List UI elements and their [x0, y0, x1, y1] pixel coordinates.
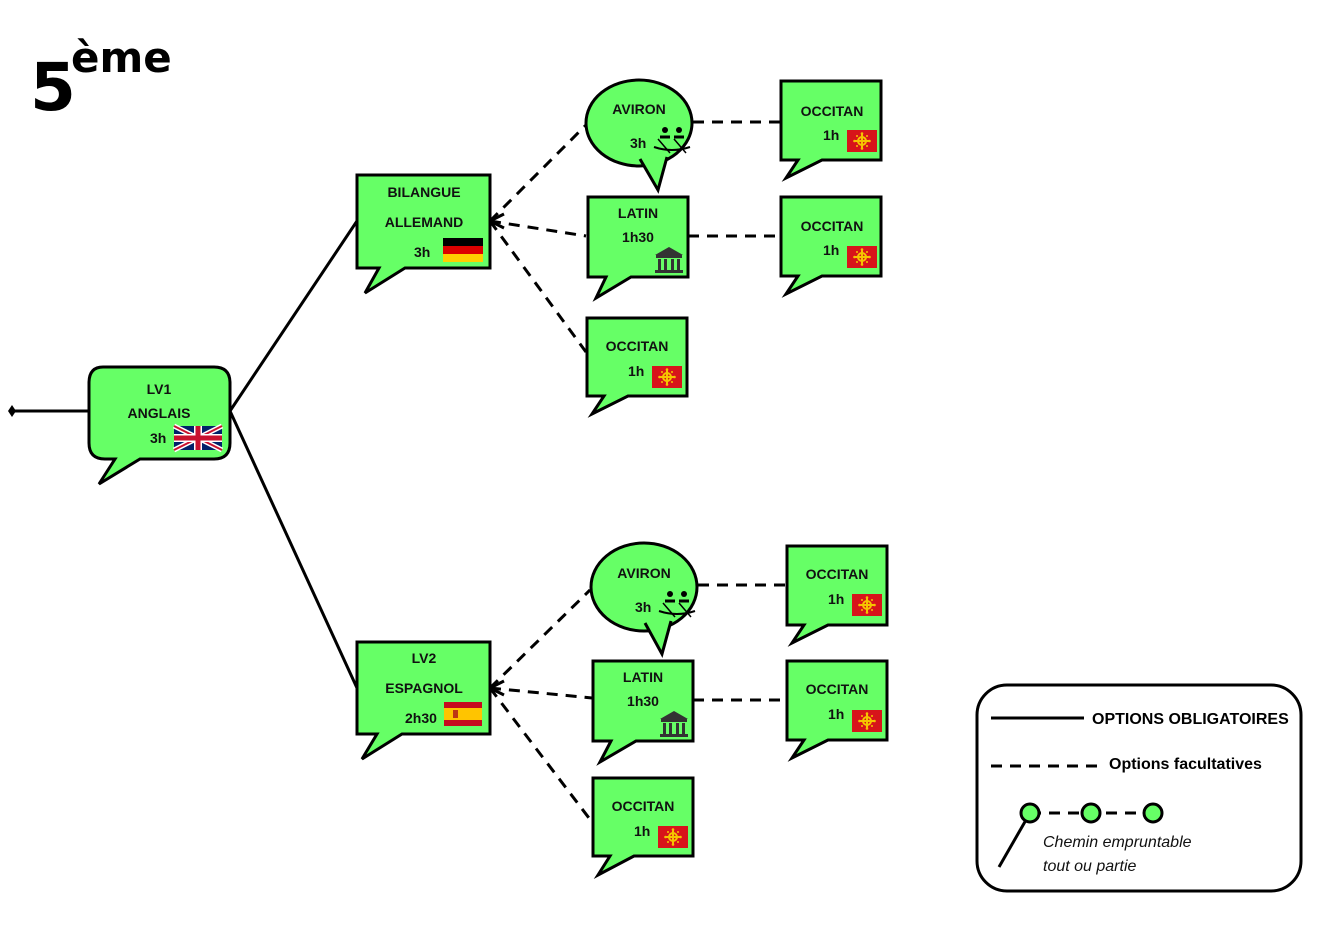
node-latin-bottom[interactable]: LATIN 1h30	[591, 659, 695, 766]
legend-dashed-label: Options facultatives	[1109, 756, 1262, 773]
title-superscript: ème	[71, 33, 172, 82]
title-number: 5	[30, 49, 76, 126]
node-label: ANGLAIS	[128, 405, 191, 421]
node-hours: 3h	[630, 135, 646, 151]
node-label: AVIRON	[617, 565, 670, 581]
link-lv2-latin	[489, 686, 593, 700]
node-label: OCCITAN	[801, 218, 864, 234]
node-hours: 1h	[828, 706, 844, 722]
node-hours: 2h30	[405, 710, 437, 726]
node-label: AVIRON	[612, 101, 665, 117]
legend-solid-label: OPTIONS OBLIGATOIRES	[1092, 711, 1289, 728]
occitan-flag-icon	[851, 709, 883, 733]
link-bilangue-aviron	[488, 123, 588, 223]
node-aviron-top[interactable]: AVIRON 3h	[584, 78, 694, 194]
spain-flag-icon	[444, 702, 482, 726]
link-lv2-occitan	[488, 687, 594, 823]
legend-box	[975, 683, 1303, 893]
node-aviron-bottom[interactable]: AVIRON 3h	[589, 541, 699, 658]
link-bilangue-occitan	[488, 220, 588, 353]
legend-path-label-1: Chemin empruntable	[1043, 834, 1192, 851]
legend-path-node	[1080, 802, 1102, 824]
uk-flag-icon	[174, 426, 222, 450]
occitan-flag-icon	[846, 129, 878, 153]
node-lv1-anglais[interactable]: LV1 ANGLAIS 3h	[87, 365, 232, 486]
link-lv1-lv2	[228, 410, 359, 689]
node-label: ESPAGNOL	[385, 680, 463, 696]
node-occitan-mid-bottom[interactable]: OCCITAN 1h	[591, 776, 695, 879]
node-occitan-right-4[interactable]: OCCITAN 1h	[785, 659, 889, 762]
node-occitan-right-1[interactable]: OCCITAN 1h	[779, 79, 883, 182]
node-label: OCCITAN	[606, 338, 669, 354]
node-label: LATIN	[623, 669, 663, 685]
node-label: BILANGUE	[387, 184, 460, 200]
node-bilangue-allemand[interactable]: BILANGUE ALLEMAND 3h	[355, 173, 492, 295]
node-hours: 3h	[635, 599, 651, 615]
node-latin-top[interactable]: LATIN 1h30	[586, 195, 690, 302]
connectors	[8, 120, 786, 823]
node-label: OCCITAN	[806, 681, 869, 697]
legend-path-node	[1019, 802, 1041, 824]
node-hours: 1h30	[627, 693, 659, 709]
node-label: OCCITAN	[612, 798, 675, 814]
occitan-flag-icon	[846, 245, 878, 269]
legend-path-node	[1142, 802, 1164, 824]
node-label: OCCITAN	[806, 566, 869, 582]
legend-path-label-2: tout ou partie	[1043, 858, 1137, 875]
node-label: LV2	[412, 650, 437, 666]
link-lv1-bilangue	[228, 220, 359, 412]
link-bilangue-latin	[489, 219, 587, 238]
legend: OPTIONS OBLIGATOIRES Options facultative…	[975, 683, 1303, 893]
node-label: LV1	[147, 381, 172, 397]
node-occitan-right-2[interactable]: OCCITAN 1h	[779, 195, 883, 298]
page-title: 5 ème	[30, 33, 172, 126]
node-hours: 1h	[823, 242, 839, 258]
link-lv2-aviron	[488, 588, 592, 690]
germany-flag-icon	[443, 238, 483, 262]
node-hours: 3h	[414, 244, 430, 260]
node-hours: 1h	[823, 127, 839, 143]
node-hours: 1h	[634, 823, 650, 839]
occitan-flag-icon	[657, 825, 689, 849]
node-label: OCCITAN	[801, 103, 864, 119]
node-hours: 3h	[150, 430, 166, 446]
node-occitan-mid-top[interactable]: OCCITAN 1h	[585, 316, 689, 418]
node-hours: 1h	[828, 591, 844, 607]
occitan-flag-icon	[851, 593, 883, 617]
node-hours: 1h30	[622, 229, 654, 245]
entry-marker	[8, 405, 16, 417]
node-label: LATIN	[618, 205, 658, 221]
node-occitan-right-3[interactable]: OCCITAN 1h	[785, 544, 889, 647]
node-hours: 1h	[628, 363, 644, 379]
occitan-flag-icon	[651, 365, 683, 389]
node-lv2-espagnol[interactable]: LV2 ESPAGNOL 2h30	[355, 640, 492, 761]
node-label: ALLEMAND	[385, 214, 464, 230]
